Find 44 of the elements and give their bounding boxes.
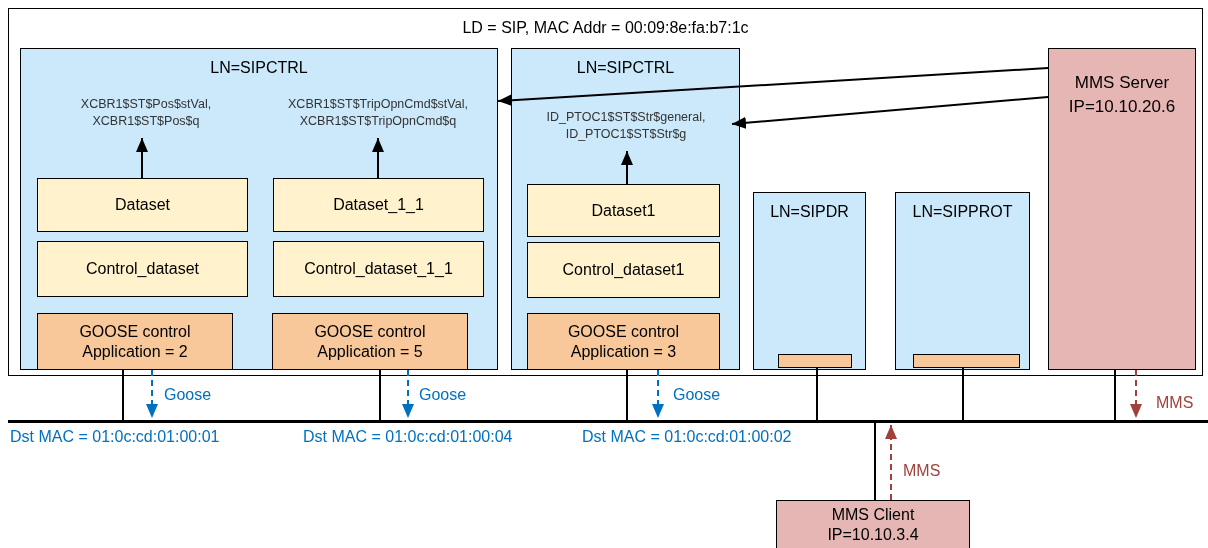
connector-line <box>379 369 381 421</box>
dataset-box: Dataset1 <box>527 184 720 237</box>
logical-node-box <box>20 48 498 370</box>
dataset-box: Dataset_1_1 <box>273 178 484 232</box>
dataset-box: Control_dataset_1_1 <box>273 241 484 297</box>
arrow <box>402 369 414 419</box>
arrow <box>136 137 148 179</box>
group-title: LN=SIPPROT <box>911 203 1014 221</box>
arrow <box>146 369 158 419</box>
logical-node-box <box>753 192 866 370</box>
connector-line <box>962 367 964 421</box>
data-attribute-label: ID_PTOC1$ST$Str$general, ID_PTOC1$ST$Str$g <box>520 105 732 147</box>
logical-node-box <box>895 192 1030 370</box>
device-box <box>8 8 1203 376</box>
arrow <box>731 96 1049 129</box>
arrow <box>621 150 633 185</box>
bus-line <box>8 420 1208 423</box>
logical-node-box <box>511 48 740 370</box>
goose-control-box: GOOSE control Application = 5 <box>272 313 468 370</box>
goose-control-bar <box>913 354 1020 368</box>
arrow <box>885 424 897 501</box>
connector-line <box>816 367 818 421</box>
goose-control-bar <box>778 354 852 368</box>
connector-line <box>874 422 876 501</box>
goose-control-box: GOOSE control Application = 2 <box>37 313 233 370</box>
mms-host-box: MMS Client IP=10.10.3.4 <box>776 500 970 548</box>
group-title: LD = SIP, MAC Addr = 00:09:8e:fa:b7:1c <box>461 19 750 37</box>
group-title: LN=SIPCTRL <box>209 59 309 77</box>
connector-line <box>122 369 124 421</box>
connector-line <box>626 369 628 421</box>
data-attribute-label: XCBR1$ST$TripOpnCmd$stVal, XCBR1$ST$TripOpnCmd$q <box>258 92 498 134</box>
connector-line <box>1114 369 1116 421</box>
group-title: LN=SIPDR <box>769 203 850 221</box>
goose-control-box: GOOSE control Application = 3 <box>527 313 720 370</box>
group-title: LN=SIPCTRL <box>575 59 676 77</box>
arrow <box>372 137 384 179</box>
mms-host-box: MMS Server IP=10.10.20.6 <box>1048 48 1196 370</box>
arrow <box>497 67 1049 107</box>
dataset-box: Dataset <box>37 178 248 232</box>
data-attribute-label: XCBR1$ST$Pos$stVal, XCBR1$ST$Pos$q <box>40 92 252 134</box>
arrow <box>652 369 664 419</box>
dataset-box: Control_dataset <box>37 241 248 297</box>
dataset-box: Control_dataset1 <box>527 242 720 298</box>
arrow <box>1130 369 1142 419</box>
